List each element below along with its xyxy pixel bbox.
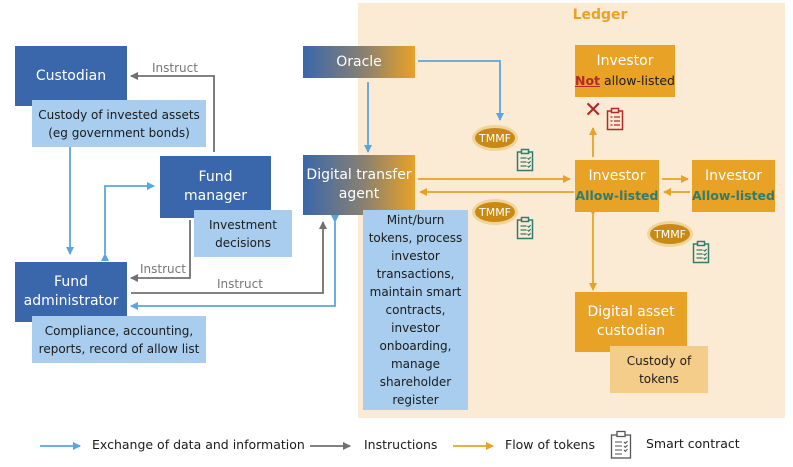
digital-transfer-agent-label: Digital transfer agent — [306, 167, 412, 202]
legend-tokens-label: Flow of tokens — [505, 437, 595, 452]
investor-allow-listed-2-node[interactable]: Investor Allow-listed — [692, 160, 775, 212]
investor-allow-listed-1-node[interactable]: Investor Allow-listed — [575, 160, 659, 212]
arrow-dta-admin — [130, 215, 339, 310]
custodian-label: Custodian — [35, 67, 107, 84]
oracle-label: Oracle — [336, 53, 382, 70]
digital-asset-custodian-note: Custody of tokens — [610, 346, 708, 393]
legend-data-label: Exchange of data and information — [92, 437, 305, 452]
fund-administrator-label: Fund administrator — [23, 274, 119, 309]
arrow-fm-to-custodian — [130, 72, 215, 152]
smart-contract-icon-2 — [516, 216, 534, 240]
digital-transfer-agent-node[interactable]: Digital transfer agent — [303, 155, 415, 215]
custodian-node[interactable]: Custodian — [15, 46, 127, 106]
tmmf-token-1: TMMF — [475, 128, 515, 148]
tmmf-token-3: TMMF — [650, 224, 690, 244]
fund-administrator-node[interactable]: Fund administrator — [15, 262, 127, 322]
fund-administrator-note: Compliance, accounting, reports, record … — [32, 316, 206, 363]
fund-manager-note: Investment decisions — [194, 210, 292, 257]
label-admin-to-dta: Instruct — [217, 277, 263, 291]
digital-asset-custodian-node[interactable]: Digital asset custodian — [575, 292, 687, 352]
investor-allow-listed-1-label: Investor — [588, 168, 646, 184]
rejected-x-icon: ✕ — [584, 98, 603, 123]
legend-smart-contract-icon — [610, 430, 632, 459]
smart-contract-rejected-icon — [606, 107, 624, 131]
investor-allow-listed-1-status: Allow-listed — [575, 188, 659, 203]
investor-not-listed-status: Not allow-listed — [575, 73, 675, 88]
arrow-oracle-to-tmmf — [418, 60, 504, 121]
legend-smart-contract-label: Smart contract — [646, 436, 740, 451]
ledger-title: Ledger — [572, 7, 628, 23]
fund-manager-label: Fund manager — [184, 169, 247, 204]
label-fm-to-custodian: Instruct — [152, 61, 198, 75]
label-fm-to-admin: Instruct — [140, 262, 186, 276]
investor-allow-listed-2-status: Allow-listed — [692, 188, 775, 203]
digital-asset-custodian-label: Digital asset custodian — [587, 304, 675, 339]
fund-manager-node[interactable]: Fund manager — [160, 156, 271, 218]
digital-transfer-agent-note: Mint/burn tokens, process investor trans… — [363, 210, 468, 410]
smart-contract-icon-1 — [516, 148, 534, 172]
investor-not-listed-node[interactable]: Investor Not allow-listed — [575, 45, 675, 97]
arrow-admin-fm — [101, 182, 155, 261]
investor-not-listed-label: Investor — [596, 53, 654, 69]
smart-contract-icon-3 — [692, 240, 710, 264]
tmmf-token-2: TMMF — [475, 202, 515, 222]
custodian-note: Custody of invested assets (eg governmen… — [32, 100, 206, 147]
oracle-node[interactable]: Oracle — [303, 46, 415, 78]
investor-allow-listed-2-label: Investor — [704, 168, 762, 184]
legend-instructions-label: Instructions — [364, 437, 438, 452]
